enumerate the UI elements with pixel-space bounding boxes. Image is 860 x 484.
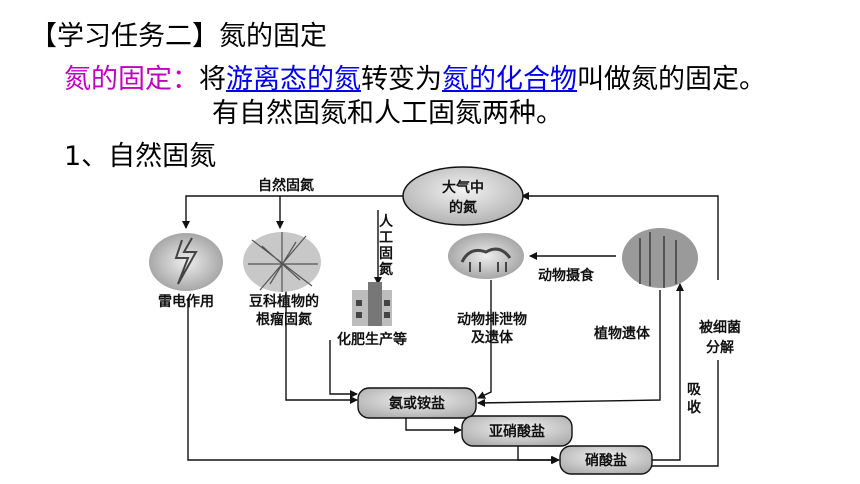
ammonia-node: [357, 387, 477, 419]
artificial-label-1: 人: [379, 213, 394, 230]
page-heading: 【学习任务二】氮的固定: [30, 21, 327, 52]
absorb-label-2: 收: [687, 399, 702, 416]
plant-remains-label: 植物遗体: [593, 325, 651, 342]
nitrate-label: 硝酸盐: [585, 452, 627, 469]
atmosphere-label-2: 的氮: [449, 199, 477, 216]
ammonia-label: 氨或铵盐: [389, 395, 445, 412]
lightning-label: 雷电作用: [158, 293, 214, 310]
link-nitrogen-compounds[interactable]: 氮的化合物: [442, 64, 577, 95]
absorb-label-1: 吸: [687, 382, 702, 398]
nitrite-node: [461, 415, 573, 447]
forest-image: [622, 228, 698, 288]
factory-image: [352, 282, 392, 326]
artificial-label-4: 氮: [378, 261, 393, 278]
legume-label-1: 豆科植物的: [249, 293, 319, 310]
definition-text-3: 叫做氮的固定。: [577, 64, 766, 95]
bacteria-label-1: 被细菌: [699, 319, 741, 336]
link-free-nitrogen[interactable]: 游离态的氮: [226, 64, 361, 95]
nitrite-label: 亚硝酸盐: [489, 423, 545, 440]
section-title: 1、自然固氮: [64, 141, 217, 172]
artificial-label-2: 工: [379, 230, 393, 246]
nitrate-node: [559, 445, 653, 475]
lightning-image: [149, 233, 223, 291]
animal-eat-label: 动物摄食: [538, 267, 595, 284]
definition-line: 氮的固定：将游离态的氮转变为氮的化合物叫做氮的固定。: [64, 57, 766, 96]
animal-waste-label-2: 及遗体: [471, 329, 514, 346]
fertilizer-label: 化肥生产等: [337, 331, 407, 348]
definition-text-1: 将: [199, 64, 226, 95]
definition-line-2: 有自然固氮和人工固氮两种。: [212, 98, 563, 129]
definition-text-2: 转变为: [361, 64, 442, 95]
artificial-label-3: 固: [379, 246, 393, 262]
atmosphere-label-1: 大气中: [442, 179, 484, 196]
natural-fixation-label: 自然固氮: [258, 177, 314, 194]
animals-image: [448, 233, 524, 279]
legume-root-image: [243, 232, 321, 292]
legume-label-2: 根瘤固氮: [256, 311, 312, 328]
animal-waste-label-1: 动物排泄物: [457, 311, 527, 328]
bacteria-label-bg: [696, 316, 744, 358]
bacteria-label-2: 分解: [706, 339, 734, 356]
definition-term: 氮的固定：: [64, 64, 199, 95]
atmosphere-node: [402, 166, 524, 226]
